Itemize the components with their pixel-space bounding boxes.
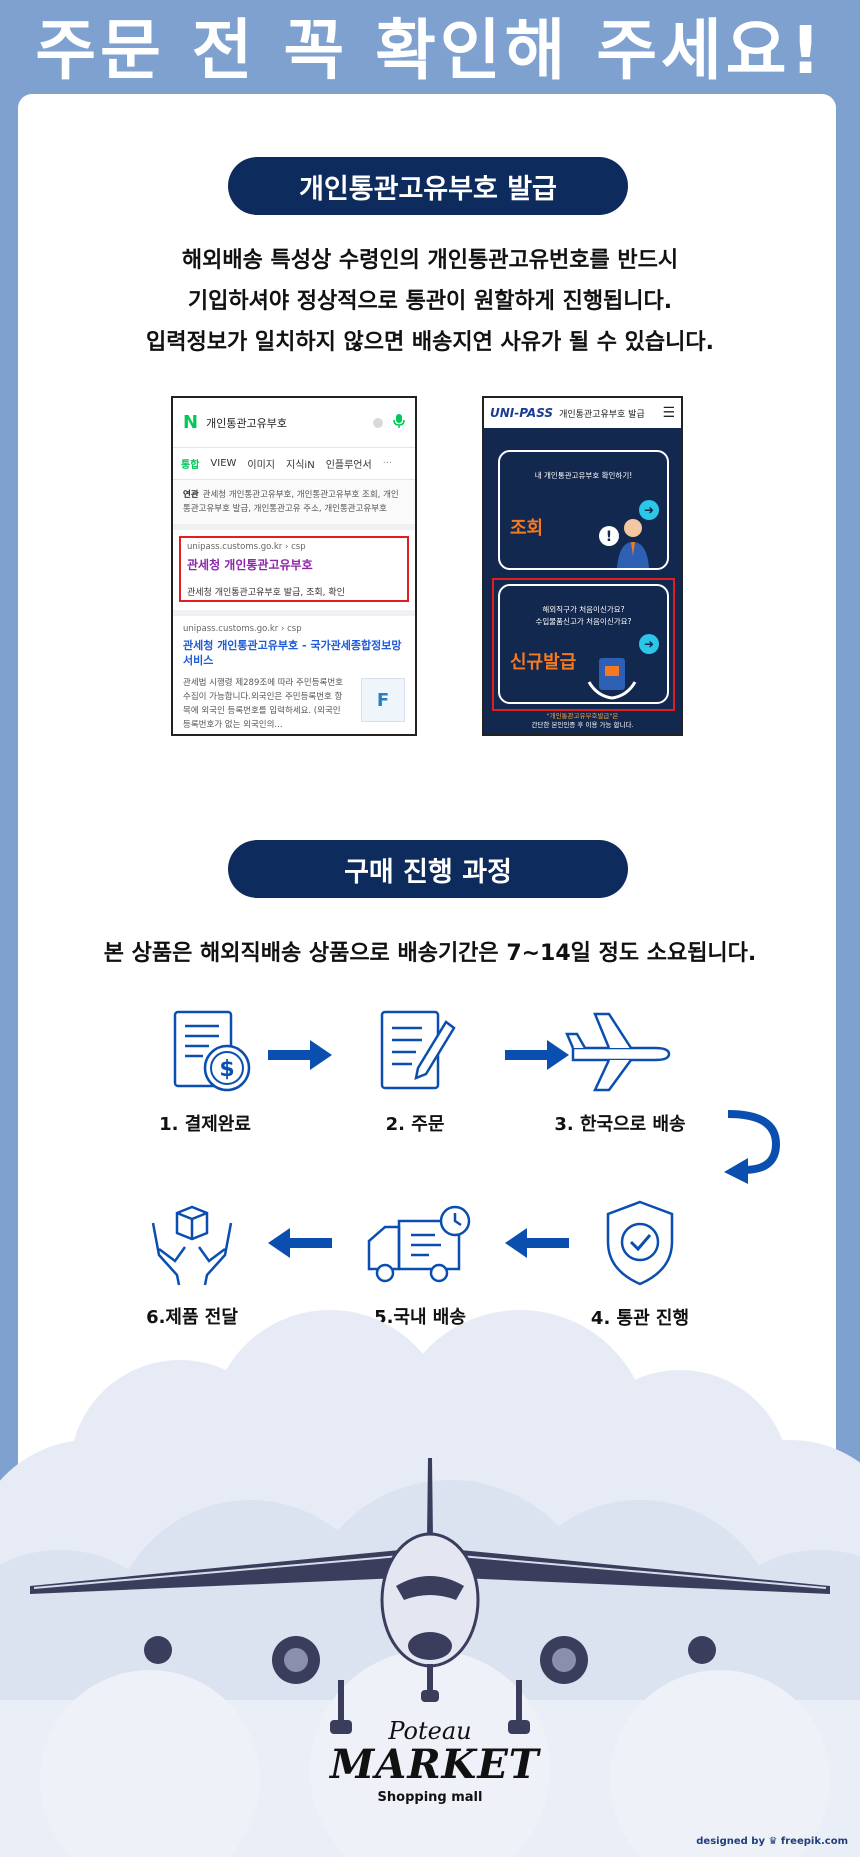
delivery-truck-icon bbox=[367, 1205, 471, 1283]
notice-line: 기입하셔야 정상적으로 통관이 원할하게 진행됩니다. bbox=[187, 289, 673, 314]
new-issue-label: 신규발급 bbox=[510, 652, 577, 673]
result-thumbnail: F bbox=[361, 678, 405, 722]
search-bar: N 개인통관고유부호 bbox=[173, 398, 415, 448]
shield-check-icon bbox=[606, 1200, 674, 1286]
step-label: 2. 주문 bbox=[385, 1114, 445, 1135]
lookup-caption: 내 개인통관고유부호 확인하기! bbox=[534, 471, 633, 480]
unipass-header: UNI-PASS 개인통관고유부호 발급 ☰ bbox=[484, 398, 681, 428]
more-icon: ··· bbox=[382, 458, 393, 469]
delivery-period-note: 본 상품은 해외직배송 상품으로 배송기간은 7~14일 정도 소요됩니다. bbox=[103, 941, 757, 966]
step-label: 6.제품 전달 bbox=[146, 1307, 238, 1328]
airplane-icon bbox=[565, 1012, 671, 1092]
step-label: 4. 통관 진행 bbox=[590, 1308, 690, 1329]
brand-name-script: Poteau bbox=[388, 1717, 472, 1745]
lookup-card: 내 개인통관고유부호 확인하기! 조회 ➜ ! bbox=[498, 450, 669, 570]
arrow-right-icon: ➜ bbox=[639, 500, 659, 520]
notice-line: 입력정보가 일치하지 않으면 배송지연 사유가 될 수 있습니다. bbox=[146, 330, 714, 355]
new-issue-caption: 해외직구가 처음이신가요? bbox=[542, 605, 625, 614]
clouds-airplane-illustration bbox=[0, 1310, 860, 1857]
new-issue-card: 해외직구가 처음이신가요? 수입물품신고가 처음이신가요? 신규발급 ➜ bbox=[498, 584, 669, 704]
unipass-screenshot: UNI-PASS 개인통관고유부호 발급 ☰ 내 개인통관고유부호 확인하기! … bbox=[482, 396, 683, 736]
step-label: 1. 결제완료 bbox=[159, 1114, 251, 1135]
customs-code-notice: 해외배송 특성상 수령인의 개인통관고유번호를 반드시 기입하셔야 정상적으로 … bbox=[40, 240, 820, 363]
invoice-dollar-icon: $ bbox=[173, 1010, 251, 1092]
section-pill-customs-code: 개인통관고유부호 발급 bbox=[228, 157, 628, 215]
highlighted-result: unipass.customs.go.kr › csp 관세청 개인통관고유부호… bbox=[179, 536, 409, 602]
tab-influencer: 인플루언서 bbox=[325, 460, 372, 471]
clear-icon bbox=[373, 417, 383, 428]
arrow-right-icon bbox=[268, 1040, 332, 1074]
search-tabs: 통합 VIEW 이미지 지식iN 인플루언서 ··· bbox=[173, 448, 415, 480]
footer-line: "개인통관고유부호발급"은 bbox=[546, 712, 619, 720]
airliner-illustration bbox=[30, 1458, 830, 1734]
unipass-footer: "개인통관고유부호발급"은 간단한 본인인증 후 이용 가능 합니다. bbox=[484, 712, 681, 730]
step-domestic-delivery: 5.국내 배송 bbox=[360, 1205, 480, 1329]
brand-name: MARKET bbox=[330, 1741, 540, 1788]
related-text: 관세청 개인통관고유부호, 개인통관고유부호 조회, 개인통관고유부호 발급, … bbox=[183, 490, 399, 514]
step-product-delivered: 6.제품 전달 bbox=[132, 1203, 252, 1329]
step-ship-to-korea: 3. 한국으로 배송 bbox=[550, 1008, 690, 1136]
arrow-left-icon bbox=[268, 1228, 332, 1262]
second-result: unipass.customs.go.kr › csp 관세청 개인통관고유부호… bbox=[173, 616, 415, 734]
hands-box-icon bbox=[151, 1205, 233, 1286]
content-card bbox=[18, 94, 836, 1514]
tab-view: VIEW bbox=[210, 458, 237, 469]
arrow-left-icon bbox=[505, 1228, 569, 1262]
step-label: 3. 한국으로 배송 bbox=[554, 1114, 686, 1135]
tab-kin: 지식iN bbox=[286, 460, 315, 471]
tab-all: 통합 bbox=[181, 460, 200, 471]
lookup-label: 조회 bbox=[510, 518, 544, 539]
unipass-logo: UNI-PASS bbox=[490, 406, 554, 420]
hero-title: 주문 전 꼭 확인해 주세요! bbox=[35, 12, 825, 89]
result-title: 관세청 개인통관고유부호 - 국가관세종합정보망서비스 bbox=[183, 639, 402, 667]
menu-icon: ☰ bbox=[662, 405, 675, 421]
person-icon: ! bbox=[599, 519, 649, 568]
result-url: unipass.customs.go.kr › csp bbox=[187, 542, 306, 552]
step-label: 5.국내 배송 bbox=[374, 1307, 466, 1328]
footer-line: 간단한 본인인증 후 이용 가능 합니다. bbox=[531, 721, 634, 729]
passport-hands-icon bbox=[587, 658, 637, 700]
brand-logo: Poteau MARKET Shopping mall bbox=[330, 1717, 540, 1805]
step-payment-complete: $ 1. 결제완료 bbox=[130, 1008, 280, 1136]
step-order: 2. 주문 bbox=[350, 1008, 480, 1136]
naver-logo: N bbox=[183, 412, 199, 433]
result-description: 관세청 개인통관고유부호 발급, 조회, 확인 bbox=[187, 588, 345, 598]
arrow-right-icon bbox=[505, 1040, 569, 1074]
section-pill-purchase-process: 구매 진행 과정 bbox=[228, 840, 628, 898]
arrow-right-icon: ➜ bbox=[639, 634, 659, 654]
mic-icon bbox=[393, 413, 405, 433]
step-customs-clearance: 4. 통관 진행 bbox=[570, 1198, 710, 1330]
notice-line: 해외배송 특성상 수령인의 개인통관고유번호를 반드시 bbox=[181, 248, 679, 273]
result-title: 관세청 개인통관고유부호 bbox=[187, 558, 313, 572]
document-pen-icon bbox=[380, 1010, 456, 1090]
result-url: unipass.customs.go.kr › csp bbox=[183, 624, 302, 634]
highlight-box bbox=[492, 578, 675, 711]
svg-text:$: $ bbox=[219, 1057, 234, 1082]
tab-images: 이미지 bbox=[247, 460, 276, 471]
related-label: 연관 bbox=[183, 490, 199, 500]
divider bbox=[173, 610, 415, 616]
image-credit: designed by ♛ freepik.com bbox=[696, 1836, 848, 1847]
svg-text:!: ! bbox=[606, 529, 612, 545]
search-query: 개인통관고유부호 bbox=[206, 416, 288, 430]
result-description: 관세법 시행령 제289조에 따라 주민등록번호 수집이 가능합니다.외국인은 … bbox=[183, 678, 343, 730]
search-result-screenshot: N 개인통관고유부호 통합 VIEW 이미지 지식iN 인플루언서 ··· 연관… bbox=[171, 396, 417, 736]
unipass-title: 개인통관고유부호 발급 bbox=[559, 409, 645, 420]
brand-tagline: Shopping mall bbox=[377, 1790, 483, 1805]
curved-arrow-icon bbox=[722, 1108, 782, 1188]
new-issue-caption: 수입물품신고가 처음이신가요? bbox=[535, 617, 632, 626]
